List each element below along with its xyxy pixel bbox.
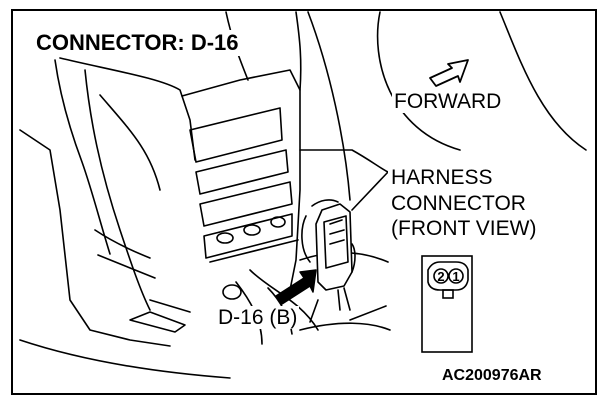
harness-leader-line — [351, 171, 389, 211]
connector-id-leader-line — [309, 299, 319, 323]
pin-label-2: 2 — [437, 269, 444, 284]
pin-label-1: 1 — [452, 269, 459, 284]
outer-border — [11, 9, 597, 395]
harness-label-line-2: CONNECTOR — [391, 191, 526, 215]
forward-direction-arrow — [429, 59, 469, 87]
forward-label: FORWARD — [392, 90, 504, 113]
connector-front-view-outline — [427, 261, 469, 291]
left-panel-outline — [19, 129, 171, 347]
harness-connector-body — [315, 203, 353, 291]
connector-front-view-frame — [421, 255, 473, 353]
figure-code: AC200976AR — [442, 367, 542, 384]
harness-label-line-1: HARNESS — [391, 166, 493, 189]
connector-id-label: D-16 (B) — [216, 306, 300, 329]
diagram-title: CONNECTOR: D-16 — [32, 30, 243, 56]
connector-pointer-arrow — [275, 269, 317, 305]
connector-front-view: 2 1 — [421, 255, 473, 353]
harness-connector-label: HARNESS CONNECTOR (FRONT VIEW) — [388, 164, 540, 243]
harness-label-line-3: (FRONT VIEW) — [391, 217, 537, 241]
center-stack-outline — [181, 69, 301, 301]
